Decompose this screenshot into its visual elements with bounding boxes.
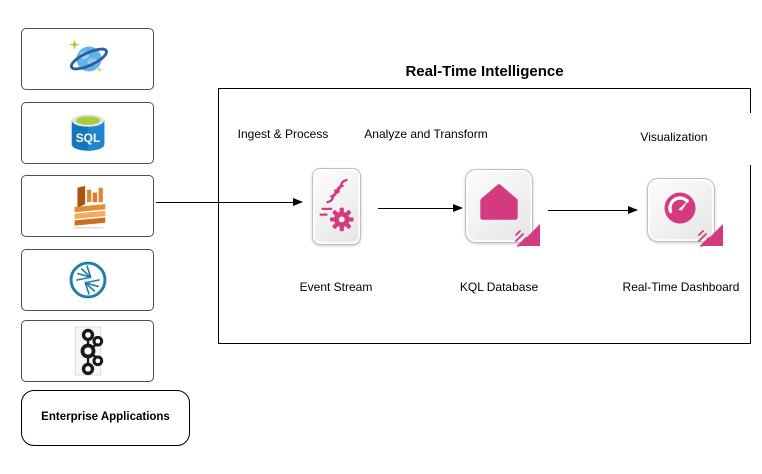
kql-database-icon: [480, 184, 518, 220]
shortcut-arrow-badge: [515, 224, 540, 247]
kql-database-label: KQL Database: [459, 280, 539, 294]
container-right-border-bottom-segment: [750, 165, 751, 343]
real-time-intelligence-title: Real-Time Intelligence: [405, 63, 564, 80]
cosmos-db-icon: [68, 38, 108, 74]
container-right-border-top-segment: [750, 88, 751, 113]
source-box-aws-data-stream: [21, 175, 154, 237]
realtime-dashboard-tile: [647, 178, 723, 247]
eventstream-tile: [312, 168, 361, 245]
phase-label-analyze-transform: Analyze and Transform: [364, 127, 488, 141]
source-box-kafka: [21, 320, 154, 382]
confluent-icon: [69, 261, 106, 299]
kql-database-tile: [465, 169, 540, 247]
realtime-dashboard-label: Real-Time Dashboard: [622, 280, 740, 294]
phase-label-ingest-process: Ingest & Process: [237, 127, 329, 141]
eventstream-icon: [319, 178, 354, 232]
real-time-intelligence-container: [218, 88, 751, 344]
source-box-confluent: [21, 249, 154, 311]
enterprise-applications-box: Enterprise Applications: [21, 390, 190, 446]
arrow-eventstream-to-kql: [378, 203, 463, 212]
arrow-kql-to-dashboard: [548, 205, 638, 214]
arrow-sources-to-eventstream: [156, 197, 303, 206]
phase-label-visualization: Visualization: [640, 130, 708, 144]
source-box-sql-database: SQL: [21, 102, 154, 164]
realtime-dashboard-icon: [664, 192, 696, 224]
shortcut-arrow-badge: [698, 224, 723, 247]
enterprise-applications-label: Enterprise Applications: [41, 411, 170, 424]
sql-database-icon: SQL: [71, 114, 104, 151]
source-box-cosmos-db: [21, 28, 154, 90]
eventstream-label: Event Stream: [299, 280, 373, 294]
kafka-icon: [74, 326, 103, 376]
sql-icon-text: SQL: [75, 131, 100, 145]
aws-data-stream-icon: [72, 185, 105, 229]
